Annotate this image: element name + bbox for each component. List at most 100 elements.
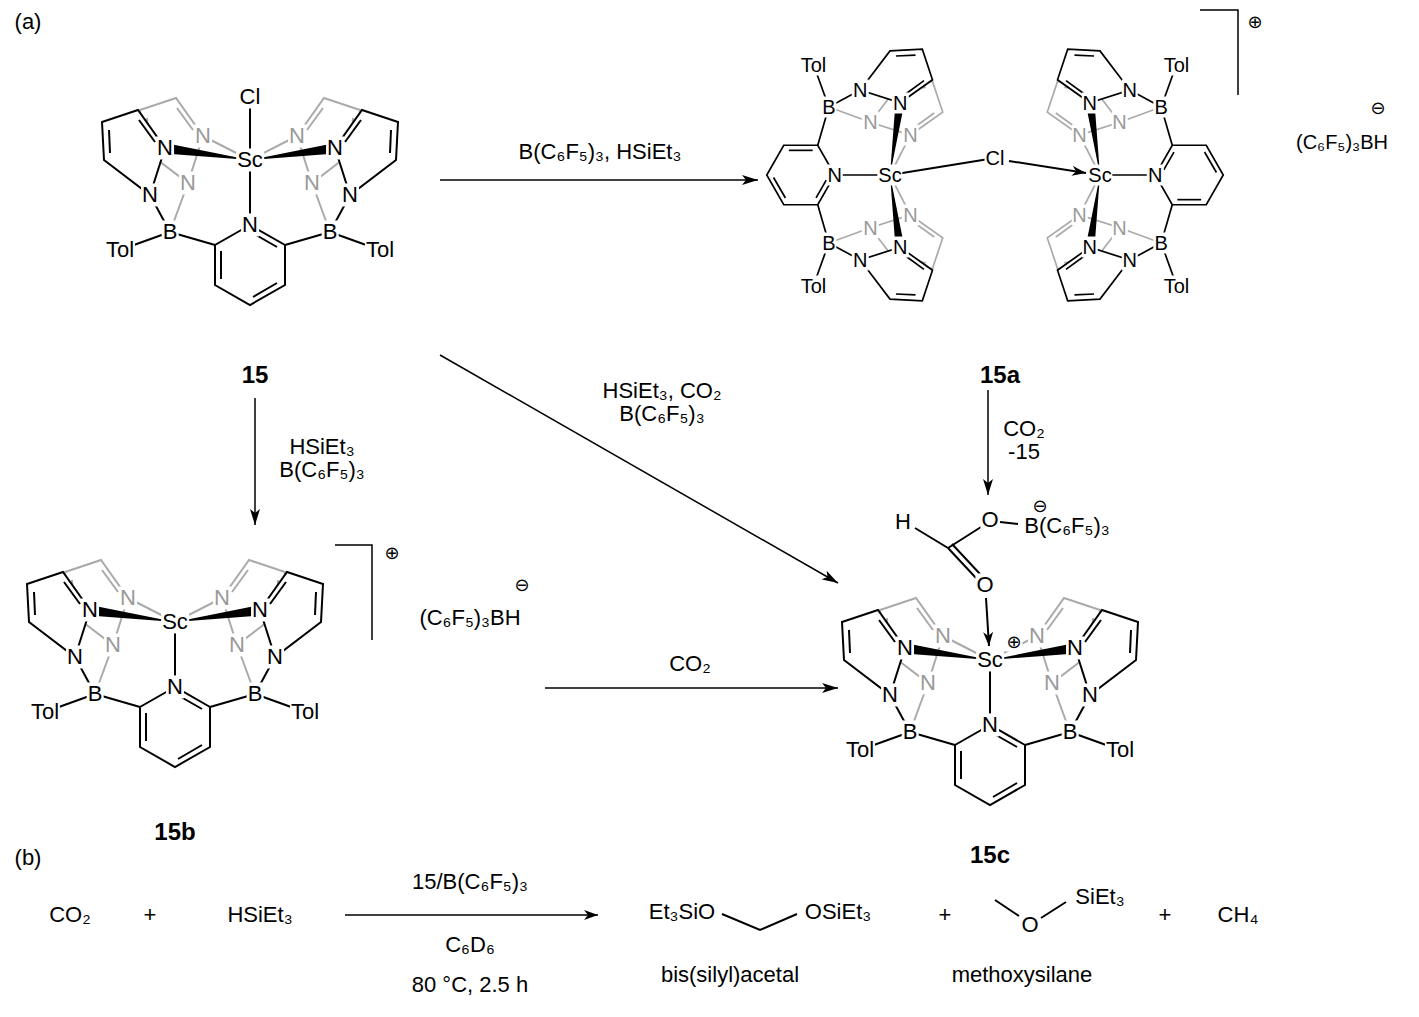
structure-15c — [842, 598, 1138, 805]
scheme-label: + — [938, 903, 953, 926]
atom-label: Tol — [1105, 738, 1135, 761]
compound-number: 15 — [241, 362, 270, 387]
atom-label: Tol — [105, 238, 135, 261]
atom-label: Tol — [1163, 275, 1191, 296]
bond — [1000, 522, 1018, 524]
atom-label: N — [852, 80, 868, 101]
scheme-label: 80 °C, 2.5 h — [411, 973, 529, 996]
atom-label: B — [247, 682, 264, 705]
atom-label: N — [179, 171, 197, 194]
atom-label: B — [322, 220, 339, 243]
atom-label: Sc — [1087, 165, 1112, 186]
atom-label: Tol — [30, 700, 60, 723]
atom-label: N — [902, 204, 918, 225]
atom-label: B — [87, 682, 104, 705]
atom-label: N — [981, 713, 999, 736]
atom-label: N — [166, 675, 184, 698]
atom-label: N — [827, 165, 843, 186]
atom-label: O — [980, 508, 999, 531]
atom-label: N — [228, 633, 246, 656]
structure-15 — [102, 98, 398, 305]
charge-sign: ⊖ — [513, 576, 530, 595]
scheme-label: OSiEt₃ — [804, 900, 872, 923]
atom-label: N — [862, 112, 878, 133]
scheme-label: bis(silyl)acetal — [660, 963, 800, 986]
atom-label: N — [251, 598, 269, 621]
scheme-label: methoxysilane — [951, 963, 1094, 986]
atom-label: N — [141, 183, 159, 206]
compound-number: 15c — [969, 842, 1011, 867]
atom-label: N — [902, 125, 918, 146]
atom-label: N — [1082, 92, 1098, 113]
scheme-label: HSiEt₃ — [226, 903, 293, 926]
atom-label: Tol — [290, 700, 320, 723]
atom-label: N — [213, 586, 231, 609]
atom-label: N — [892, 237, 908, 258]
reaction-arrow — [545, 687, 838, 689]
scheme-label: CO₂ — [48, 903, 92, 926]
atom-label: Sc — [976, 648, 1004, 671]
charge-sign: ⊕ — [383, 544, 400, 563]
reagent-label: HSiEt₃, CO₂ B(C₆F₅)₃ — [586, 379, 738, 425]
sc-cl-bond — [890, 158, 995, 175]
atom-label: N — [266, 645, 284, 668]
atom-label: N — [1111, 112, 1127, 133]
charge-sign: ⊕ — [1246, 13, 1263, 32]
reaction-arrow — [345, 914, 598, 916]
reagent-label: HSiEt₃ B(C₆F₅)₃ — [278, 435, 365, 481]
reagent-label: CO₂ -15 — [1002, 417, 1046, 463]
atom-label: B — [1154, 97, 1169, 118]
reaction-arrow — [254, 398, 256, 525]
atom-label: N — [194, 124, 212, 147]
compound-structure: NNNNScNNNNNBBTolTol⊕(C₆F₅)₃BH⊖15b — [15, 525, 545, 845]
atom-label: B(C₆F₅)₃ — [1023, 514, 1110, 537]
acetal-bonds — [722, 914, 797, 930]
reaction-arrow — [987, 390, 989, 495]
charge-sign: ⊖ — [1031, 497, 1048, 516]
atom-label: N — [341, 183, 359, 206]
atom-label: N — [119, 586, 137, 609]
atom-label: N — [288, 124, 306, 147]
atom-label: N — [1081, 683, 1099, 706]
atom-label: N — [934, 624, 952, 647]
atom-label: B — [902, 720, 919, 743]
reaction-arrow — [440, 355, 838, 583]
atom-label: N — [1071, 125, 1087, 146]
atom-label: N — [862, 217, 878, 238]
atom-label: N — [1147, 165, 1163, 186]
reagent-label: B(C₆F₅)₃, HSiEt₃ — [518, 140, 683, 163]
scheme-label: (a) — [14, 10, 43, 33]
scheme-label: Et₃SiO — [648, 900, 716, 923]
atom-label: B — [1154, 233, 1169, 254]
atom-label: N — [303, 171, 321, 194]
atom-label: N — [241, 213, 259, 236]
reaction-arrow — [440, 179, 758, 181]
atom-label: N — [1082, 237, 1098, 258]
atom-label: N — [919, 671, 937, 694]
atom-label: Sc — [877, 165, 902, 186]
atom-label: Tol — [365, 238, 395, 261]
structure-15a-left — [767, 49, 943, 301]
atom-label: B — [162, 220, 179, 243]
charge-sign: ⊖ — [1369, 99, 1386, 118]
atom-label: N — [156, 136, 174, 159]
reagent-label: CO₂ — [668, 652, 712, 675]
methyl-bond — [995, 900, 1019, 916]
atom-label: N — [892, 92, 908, 113]
atom-label: Tol — [845, 738, 875, 761]
dative-arrow — [986, 598, 989, 646]
scheme-label: SiEt₃ — [1074, 885, 1125, 908]
bond — [915, 528, 948, 548]
compound-number: 15a — [979, 362, 1021, 387]
atom-label: Sc — [236, 148, 264, 171]
atom-label: N — [1043, 671, 1061, 694]
atom-label: N — [1066, 636, 1084, 659]
bond — [948, 548, 976, 578]
atom-label: B — [821, 233, 836, 254]
atom-label: B — [1062, 720, 1079, 743]
atom-label: N — [852, 250, 868, 271]
atom-label: Cl — [239, 85, 262, 108]
dative-arrow — [1009, 161, 1086, 173]
